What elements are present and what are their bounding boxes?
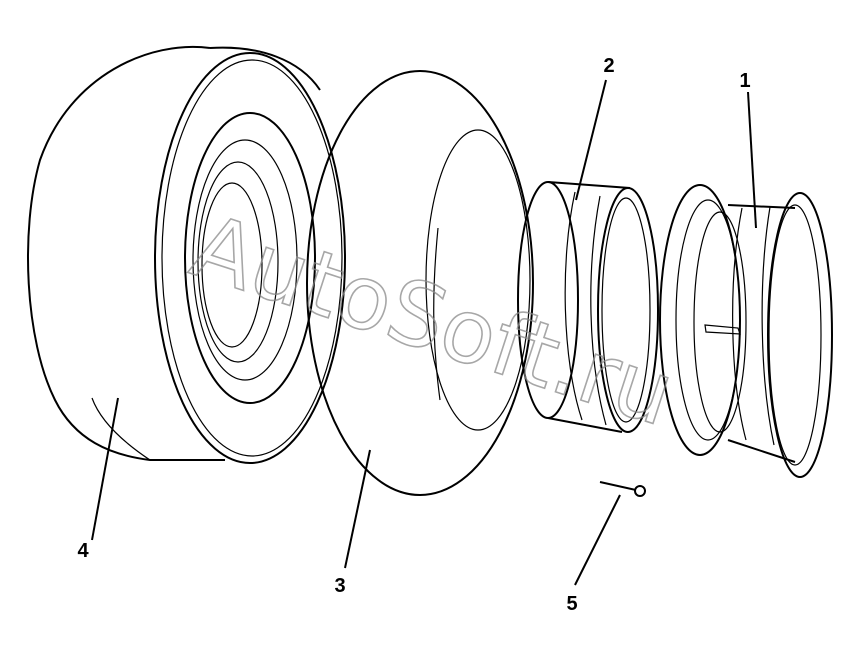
leader-4: [91, 397, 119, 541]
callout-3: 3: [334, 575, 345, 597]
rim-part-1: [659, 184, 833, 478]
callout-5: 5: [566, 593, 577, 615]
valve-pin-part-5: [599, 481, 646, 497]
tube-part-3: [306, 70, 534, 496]
leader-lines: [91, 79, 757, 586]
leader-5: [574, 494, 621, 586]
leader-2: [575, 79, 607, 201]
tire-part-4: [27, 46, 346, 464]
callout-2: 2: [603, 55, 614, 77]
flap-part-2: [517, 181, 659, 433]
leader-3: [344, 449, 371, 569]
leader-1: [747, 91, 757, 229]
callout-1: 1: [739, 70, 750, 92]
watermark: AutoSoft.ru: [181, 194, 686, 446]
callout-4: 4: [77, 540, 89, 562]
